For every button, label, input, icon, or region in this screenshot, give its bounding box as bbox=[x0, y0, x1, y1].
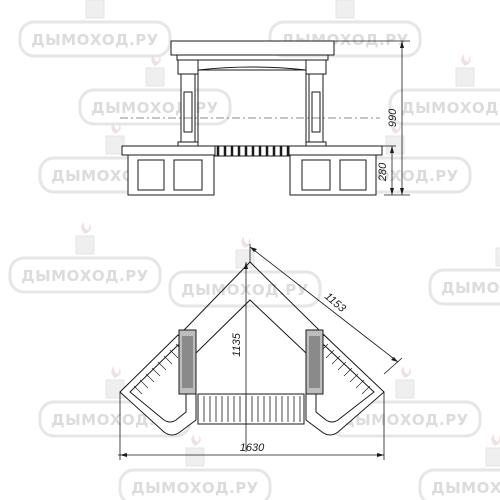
dimension-280: 280 bbox=[377, 145, 396, 195]
hatch-line bbox=[169, 349, 179, 359]
hatch-line bbox=[337, 361, 347, 371]
hatch-line bbox=[133, 385, 143, 395]
right-column-capital bbox=[305, 59, 327, 75]
mantel-frieze bbox=[176, 54, 329, 61]
dimension-1630: 1630 bbox=[118, 392, 385, 460]
left-bench-panel-2 bbox=[173, 159, 203, 191]
left-bench-hatch bbox=[133, 337, 191, 395]
watermark-text: ДЫМОХОД.РУ bbox=[31, 31, 159, 49]
chimney-icon bbox=[335, 0, 355, 19]
watermark-text: ДЫМОХОД.РУ bbox=[131, 479, 259, 497]
watermark: ДЫМОХОД.РУ bbox=[8, 222, 162, 294]
chimney-icon bbox=[145, 54, 165, 87]
firebox-plan-outline bbox=[195, 299, 307, 354]
hatch-line bbox=[163, 355, 173, 365]
watermark: ДЫМОХОД.РУ bbox=[418, 434, 500, 500]
chimney-icon bbox=[485, 434, 500, 467]
chimney-icon bbox=[185, 434, 205, 467]
right-bench-panel-2 bbox=[339, 159, 367, 191]
watermark-text: ДЫМОХОД.РУ bbox=[21, 267, 149, 285]
dimension-280-label: 280 bbox=[377, 162, 389, 182]
dimension-990: 990 bbox=[334, 40, 410, 196]
chimney-icon bbox=[85, 0, 105, 19]
watermark: ДЫМОХОД.РУ bbox=[78, 54, 232, 126]
watermark: ДЫМОХОД.РУ bbox=[328, 366, 482, 438]
plan-view bbox=[119, 261, 385, 436]
chimney-icon bbox=[495, 247, 500, 267]
watermark-text: ДЫМОХОД.РУ bbox=[431, 479, 500, 497]
hatch-line bbox=[343, 367, 353, 377]
chimney-icon bbox=[455, 54, 475, 87]
hatch-line bbox=[349, 373, 359, 383]
dimension-990-label: 990 bbox=[387, 108, 399, 127]
watermark-text: ДЫМОХОД.РУ bbox=[181, 281, 309, 299]
watermark: ДЫМОХОД.РУ bbox=[118, 434, 272, 500]
chimney-icon bbox=[105, 122, 125, 155]
dimension-1153-label: 1153 bbox=[322, 291, 349, 316]
left-bench-body bbox=[127, 154, 215, 196]
hatch-line bbox=[151, 367, 161, 377]
left-column-capital bbox=[177, 59, 199, 75]
hatch-line bbox=[355, 379, 365, 389]
dimension-1630-label: 1630 bbox=[240, 442, 265, 454]
hatch-line bbox=[325, 349, 335, 359]
right-bench-top bbox=[288, 145, 383, 156]
chimney-icon bbox=[75, 222, 95, 255]
watermark: ДЫМОХОД.РУ bbox=[388, 54, 500, 126]
hatch-line bbox=[139, 379, 149, 389]
watermark-text: ДЫМОХОД.РУ bbox=[401, 99, 500, 117]
left-bench-panel-1 bbox=[137, 159, 165, 191]
watermark: ДЫМОХОД.РУ bbox=[168, 236, 322, 308]
left-column-panel bbox=[183, 91, 193, 133]
front-elevation bbox=[120, 40, 383, 196]
watermark-text: ДЫМОХОД.РУ bbox=[441, 279, 500, 297]
chimney-icon bbox=[385, 122, 405, 155]
watermark-text: ДЫМОХОД.РУ bbox=[91, 99, 219, 117]
watermark: ДЫМОХОД.РУ bbox=[18, 0, 172, 58]
watermark: ДЫМОХОД.РУ bbox=[428, 247, 500, 306]
mantel-shelf bbox=[170, 40, 335, 56]
right-bench-panel-1 bbox=[301, 159, 331, 191]
chimney-icon bbox=[395, 366, 415, 399]
hearth-plan-bars bbox=[203, 396, 301, 422]
chimney-icon bbox=[105, 366, 125, 399]
right-bench-body bbox=[289, 154, 377, 196]
left-bench-top bbox=[121, 145, 216, 156]
watermark-text: ДЫМОХОД.РУ bbox=[341, 411, 469, 429]
hatch-line bbox=[331, 355, 341, 365]
hearth-grate bbox=[209, 145, 295, 157]
hatch-line bbox=[361, 385, 371, 395]
hatch-line bbox=[157, 361, 167, 371]
firebox-lintel bbox=[197, 60, 307, 71]
dimension-1135: 1135 bbox=[231, 262, 248, 452]
dimension-1135-label: 1135 bbox=[231, 332, 243, 357]
right-column-panel bbox=[311, 91, 321, 133]
hatch-line bbox=[145, 373, 155, 383]
